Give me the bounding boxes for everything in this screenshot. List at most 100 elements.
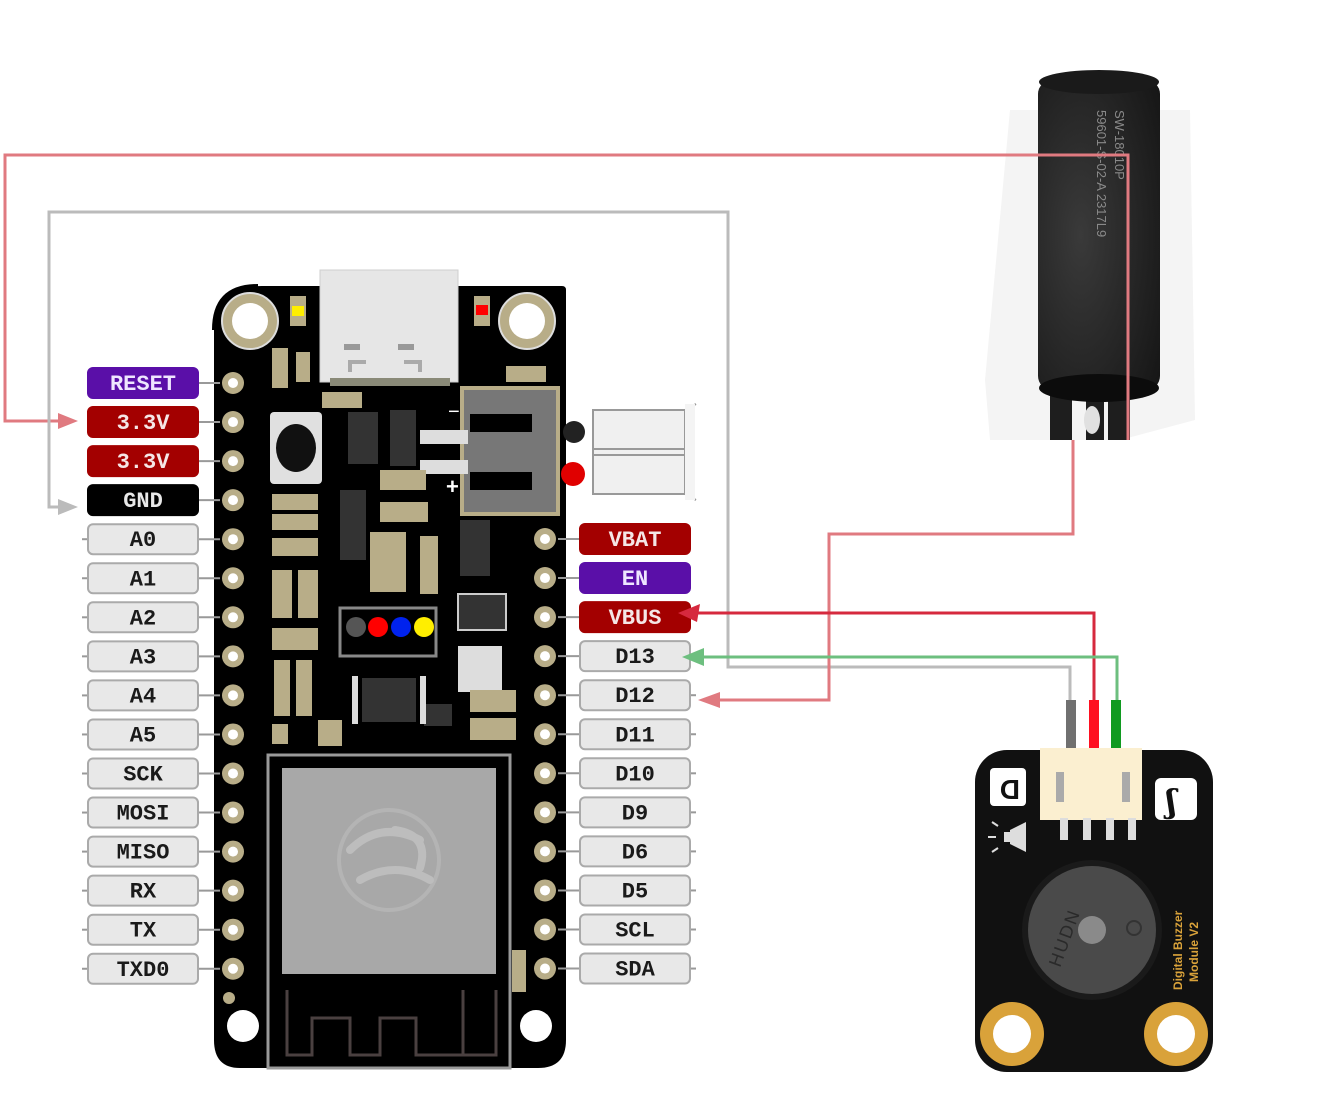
pin-pad-d9: [534, 801, 556, 824]
pin-label-rx: RX: [82, 874, 220, 907]
pin-label-text: D10: [615, 762, 655, 787]
pin-pad-a3: [222, 645, 244, 668]
sensor-marking-line1: SW-18010P: [1112, 110, 1127, 180]
wire-buzzer-vcc: [696, 611, 1096, 700]
wire-buzzer-signal: [700, 655, 1119, 700]
pin-pad-d11: [534, 723, 556, 746]
mounting-hole-bottom-left: [227, 1010, 259, 1042]
wire-buzzer-gnd: [47, 210, 1072, 700]
pin-label-a3: A3: [82, 640, 220, 673]
led-yellow: [414, 617, 434, 637]
wifi-antenna: [285, 990, 498, 1057]
espressif-logo-icon: [337, 808, 441, 912]
pin-pad-miso: [222, 840, 244, 863]
tilt-sensor: SW-18010P 59601-S-02-A 2317L9: [985, 70, 1195, 440]
pin-pad-scl: [534, 918, 556, 941]
mounting-hole-bottom-right: [520, 1010, 552, 1042]
pin-label-scl: SCL: [558, 913, 696, 946]
battery-connector: − +: [420, 386, 560, 516]
pin-label-text: TX: [130, 919, 157, 944]
pin-label-text: TXD0: [117, 958, 170, 983]
pin-label-text: A2: [130, 606, 156, 631]
smd-components: [272, 348, 546, 992]
buzzer-title-line1: Digital Buzzer: [1171, 910, 1185, 990]
pin-label-mosi: MOSI: [82, 796, 220, 829]
arrow-d13: [682, 648, 704, 666]
pin-pad-d5: [534, 879, 556, 902]
pin-pad-a0: [222, 528, 244, 551]
pin-pad-a2: [222, 606, 244, 629]
reset-button: [270, 412, 322, 484]
buzzer-disc: HUDN: [1022, 860, 1162, 1000]
pin-label-d12: D12: [558, 679, 696, 712]
speaker-icon: [988, 821, 1026, 853]
pin-label-text: A0: [130, 528, 156, 553]
pin-label-text: SDA: [615, 958, 655, 983]
mounting-hole-top-right: [498, 292, 556, 350]
pin-pad-gnd: [222, 489, 244, 512]
left-pin-labels: RESET3.3V3.3VGNDA0A1A2A3A4A5SCKMOSIMISOR…: [82, 367, 220, 985]
pin-pad-tx: [222, 918, 244, 941]
pin-pad-d6: [534, 840, 556, 863]
pin-label-a0: A0: [82, 523, 220, 556]
buzzer-wire-green: [1111, 700, 1121, 760]
buzzer-wire-gray: [1066, 700, 1076, 760]
pin-label-d10: D10: [558, 757, 696, 790]
pin-label-text: VBUS: [609, 606, 662, 631]
wires: [3, 153, 1130, 708]
sensor-marking-line2: 59601-S-02-A 2317L9: [1094, 110, 1109, 237]
buzzer-digital-badge: [990, 768, 1026, 806]
pin-label-text: D9: [622, 801, 648, 826]
arrow-vbus: [678, 604, 700, 622]
pin-label-reset: RESET: [87, 367, 220, 399]
pin-label-d5: D5: [558, 874, 696, 907]
esp32-board: − +: [212, 269, 697, 1070]
pin-label-d11: D11: [558, 718, 696, 751]
pin-label-a2: A2: [82, 601, 220, 634]
pin-pad-3-3v: [222, 450, 244, 473]
buzzer-mount-hole-left: [980, 1002, 1044, 1066]
pin-label-vbus: VBUS: [558, 601, 691, 634]
pin-label-text: 3.3V: [117, 450, 171, 475]
arrow-d12: [698, 692, 720, 708]
pin-label-text: D6: [622, 840, 648, 865]
dfrobot-logo-icon: [1155, 778, 1197, 820]
led-red: [368, 617, 388, 637]
pin-label-d13: D13: [558, 640, 696, 673]
pin-label-text: MOSI: [117, 802, 170, 827]
pin-pad-sda: [534, 957, 556, 980]
pin-label-a5: A5: [82, 718, 220, 751]
pin-pad-a5: [222, 723, 244, 746]
led-gray: [346, 617, 366, 637]
pin-pad-d13: [534, 645, 556, 668]
pin-pad-vbat: [534, 528, 556, 550]
right-pin-pads: [534, 528, 556, 980]
pin-label-text: 3.3V: [117, 411, 171, 436]
pin-pad-sck: [222, 762, 244, 785]
svg-text:D: D: [1000, 774, 1020, 805]
arrow-3v3: [58, 413, 78, 429]
pin-label-vbat: VBAT: [558, 523, 691, 555]
pin-label-text: D5: [622, 879, 648, 904]
svg-text:ʃ: ʃ: [1163, 782, 1179, 820]
pin-label-text: RX: [130, 880, 157, 905]
buzzer-mount-hole-right: [1144, 1002, 1208, 1066]
pin-pad-reset: [222, 372, 244, 394]
battery-lead-red: [561, 462, 585, 486]
buzzer-wire-red: [1089, 700, 1099, 760]
pin-label-text: MISO: [117, 841, 170, 866]
wire-sensor-to-d12: [716, 440, 1075, 702]
pin-pad-txd0: [222, 957, 244, 980]
left-pin-pads: [222, 372, 244, 980]
usb-c-port: [319, 269, 459, 386]
pin-label-text: SCK: [123, 763, 163, 788]
pin-label-a1: A1: [82, 562, 220, 595]
buzzer-module: D ʃ HUDN Digital Buzzer Module V2: [975, 700, 1213, 1072]
pin-label-gnd: GND: [87, 484, 220, 517]
pin-label-text: RESET: [110, 372, 176, 397]
esp32-module: [266, 753, 512, 1070]
pin-pad-mosi: [222, 801, 244, 824]
pin-label-sda: SDA: [558, 952, 696, 985]
